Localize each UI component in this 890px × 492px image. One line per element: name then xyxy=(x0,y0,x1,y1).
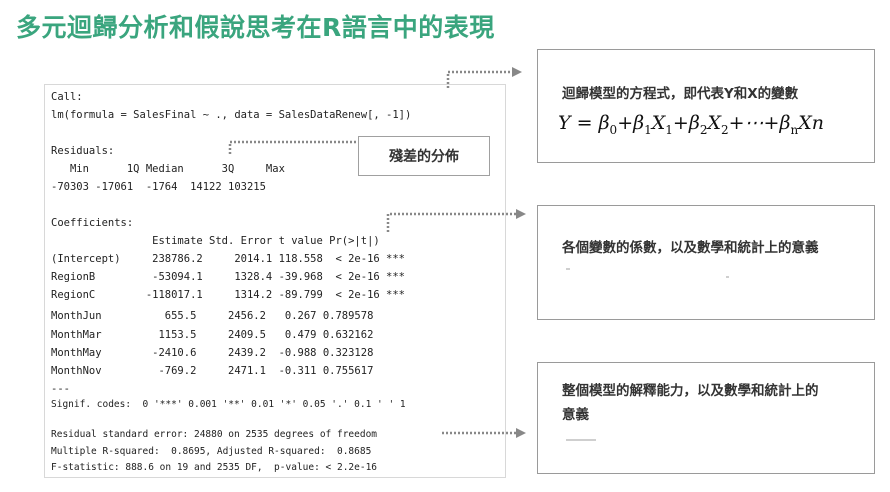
formula-sub: 1 xyxy=(665,122,673,137)
console-line: Coefficients: xyxy=(51,217,134,229)
formula-sub: 0 xyxy=(609,122,618,137)
console-line: --- xyxy=(51,383,70,395)
model-box: 整個模型的解釋能力，以及數學和統計上的 意義 xyxy=(537,362,875,474)
console-line: MonthMar 1153.5 2409.5 0.479 0.632162 xyxy=(51,329,374,341)
console-line: lm(formula = SalesFinal ~ ., data = Sale… xyxy=(51,109,412,121)
faint-mark xyxy=(726,276,729,278)
console-line: Signif. codes: 0 '***' 0.001 '**' 0.01 '… xyxy=(51,399,406,410)
faint-mark xyxy=(566,439,596,441)
formula-lhs: Y xyxy=(558,112,571,134)
formula-equals: = xyxy=(576,112,593,134)
formula-plus: + xyxy=(763,112,780,134)
formula-beta: β xyxy=(598,112,610,134)
console-line: Multiple R-squared: 0.8695, Adjusted R-s… xyxy=(51,446,372,457)
dotted-arrow-coefficients xyxy=(386,212,516,232)
dotted-arrow-residuals xyxy=(228,140,356,156)
formula-sub: 2 xyxy=(720,122,729,137)
coefficients-box: 各個變數的係數，以及數學和統計上的意義 xyxy=(537,205,875,320)
console-line: Min 1Q Median 3Q Max xyxy=(51,163,285,175)
arrow-head xyxy=(516,209,526,219)
faint-mark xyxy=(566,268,570,270)
console-line: RegionB -53094.1 1328.4 -39.968 < 2e-16 … xyxy=(51,271,406,283)
arrow-head xyxy=(512,67,522,77)
formula-sub: 1 xyxy=(644,122,652,137)
page-title: 多元迴歸分析和假說思考在R語言中的表現 xyxy=(16,13,495,42)
formula-beta: β xyxy=(688,112,700,134)
formula-x: X xyxy=(651,112,666,134)
formula-sub: n xyxy=(790,122,799,137)
console-line: MonthMay -2410.6 2439.2 -0.988 0.323128 xyxy=(51,347,374,359)
dotted-arrow-equation xyxy=(446,70,512,88)
formula-x: X xyxy=(707,112,721,134)
formula-plus: + xyxy=(728,112,745,134)
console-line: Call: xyxy=(51,91,83,103)
coefficients-box-title: 各個變數的係數，以及數學和統計上的意義 xyxy=(562,240,819,256)
formula-dots: ⋯ xyxy=(744,112,764,134)
equation-box-title: 迴歸模型的方程式，即代表Y和X的變數 xyxy=(562,86,799,102)
model-box-title-1: 整個模型的解釋能力，以及數學和統計上的 xyxy=(562,383,819,399)
formula-beta: β xyxy=(779,112,791,134)
arrow-head xyxy=(516,428,526,438)
console-line: MonthJun 655.5 2456.2 0.267 0.789578 xyxy=(51,310,374,322)
formula-beta: β xyxy=(633,112,645,134)
console-line: MonthNov -769.2 2471.1 -0.311 0.755617 xyxy=(51,365,374,377)
residuals-callout: 殘差的分佈 xyxy=(358,136,490,176)
model-box-title-2: 意義 xyxy=(562,407,589,423)
formula-plus: + xyxy=(617,112,634,134)
formula-sub: 2 xyxy=(699,122,708,137)
formula-plus: + xyxy=(672,112,689,134)
console-line: -70303 -17061 -1764 14122 103215 xyxy=(51,181,266,193)
console-line: F-statistic: 888.6 on 19 and 2535 DF, p-… xyxy=(51,462,378,473)
regression-formula: Y = β0+β1X1+β2X2+⋯+βnXn xyxy=(558,112,824,137)
console-line: RegionC -118017.1 1314.2 -89.799 < 2e-16… xyxy=(51,289,406,301)
console-line: Residuals: xyxy=(51,145,115,157)
console-line: (Intercept) 238786.2 2014.1 118.558 < 2e… xyxy=(51,253,406,265)
equation-box: 迴歸模型的方程式，即代表Y和X的變數 Y = β0+β1X1+β2X2+⋯+βn… xyxy=(537,49,875,163)
formula-last-x: Xn xyxy=(798,112,824,134)
console-line: Residual standard error: 24880 on 2535 d… xyxy=(51,429,378,440)
console-line: Estimate Std. Error t value Pr(>|t|) xyxy=(51,235,380,247)
